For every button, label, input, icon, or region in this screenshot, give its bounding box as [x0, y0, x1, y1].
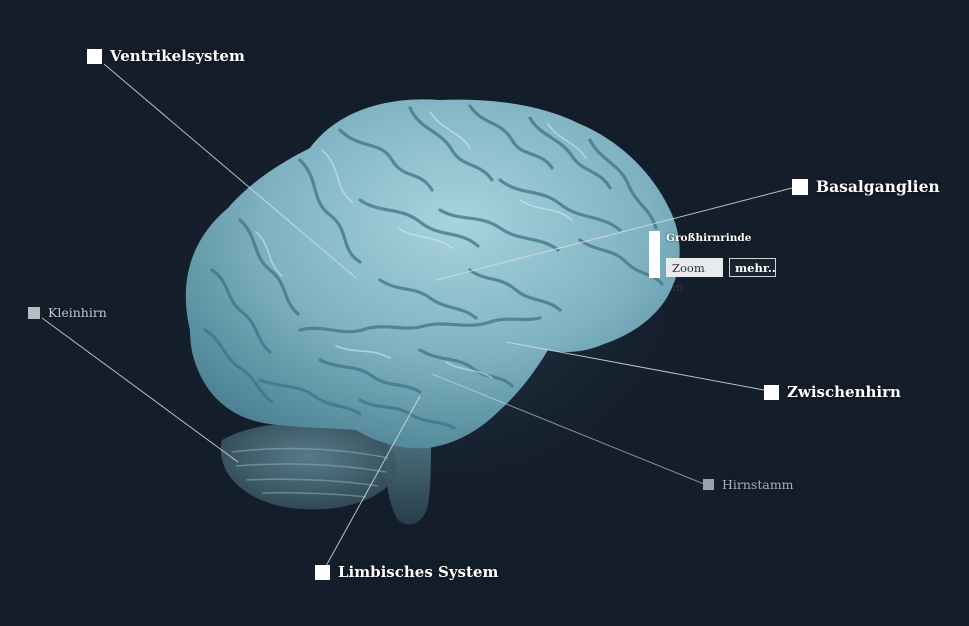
label-marker-square-icon — [28, 306, 40, 319]
cerebrum-shape — [185, 99, 680, 449]
more-button[interactable]: mehr.. — [729, 258, 776, 277]
label-hirnstamm[interactable]: Hirnstamm — [703, 477, 794, 492]
popup-marker-bar — [649, 231, 660, 278]
popup-title: Großhirnrinde — [666, 232, 752, 244]
label-marker-square-icon — [315, 564, 330, 580]
label-text: Ventrikelsystem — [110, 47, 245, 65]
brain-highlights — [255, 111, 587, 379]
leader-line-zwischenhirn — [505, 341, 765, 391]
label-text: Basalganglien — [816, 177, 940, 196]
zoom-in-button[interactable]: Zoom in — [666, 258, 723, 294]
label-kleinhirn[interactable]: Kleinhirn — [28, 305, 107, 320]
leader-line-basalganglien — [435, 187, 793, 281]
cerebellum-shape — [220, 422, 397, 510]
region-popup-grosshirnrinde: Großhirnrinde Zoom in mehr.. — [649, 231, 789, 294]
leader-line-limbisches-system — [325, 395, 421, 567]
label-zwischenhirn[interactable]: Zwischenhirn — [764, 383, 901, 401]
label-marker-square-icon — [703, 479, 714, 490]
leader-line-kleinhirn — [41, 317, 239, 463]
label-marker-square-icon — [764, 384, 779, 400]
label-marker-square-icon — [792, 178, 808, 195]
brain-folds — [203, 104, 664, 430]
label-text: Limbisches System — [338, 563, 499, 581]
label-text: Hirnstamm — [722, 477, 794, 492]
leader-line-hirnstamm — [431, 373, 705, 485]
label-text: Zwischenhirn — [787, 383, 901, 401]
label-ventrikelsystem[interactable]: Ventrikelsystem — [87, 47, 245, 65]
label-text: Kleinhirn — [48, 305, 107, 320]
leader-line-ventrikelsystem — [103, 63, 357, 279]
label-limbisches-system[interactable]: Limbisches System — [315, 563, 498, 581]
brainstem-shape — [386, 430, 432, 525]
leader-lines — [41, 63, 793, 567]
label-basalganglien[interactable]: Basalganglien — [792, 177, 940, 196]
label-marker-square-icon — [87, 48, 102, 64]
